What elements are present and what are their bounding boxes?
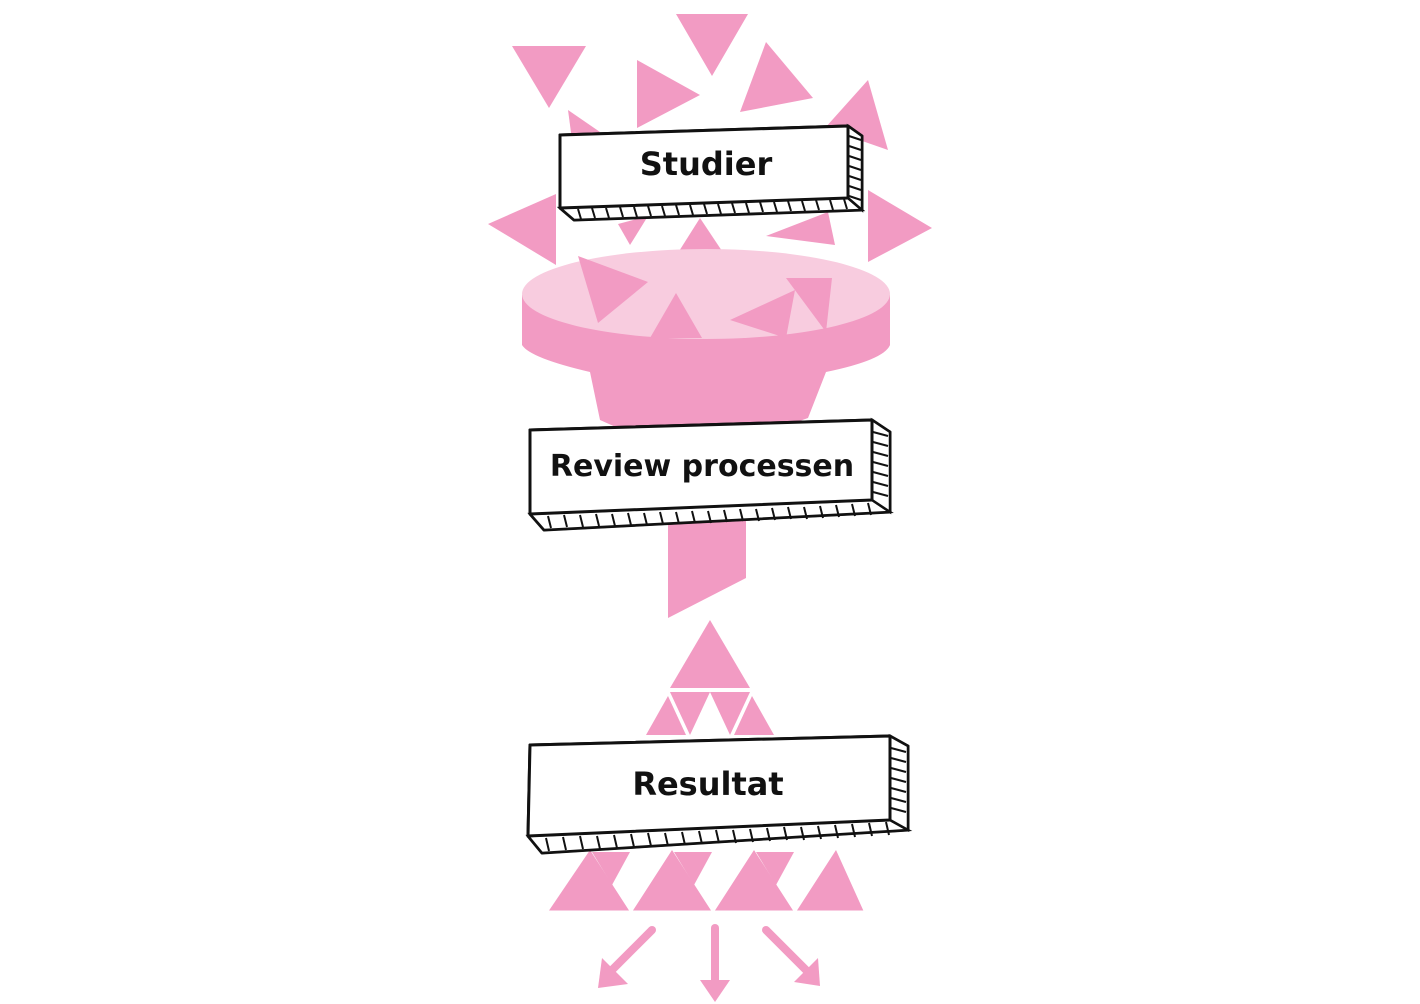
input-triangle-icon <box>766 212 835 245</box>
input-triangle-icon <box>637 60 700 128</box>
funnel-icon <box>522 249 890 470</box>
box-hatch <box>547 502 872 529</box>
stage-label-review: Review processen <box>550 449 854 484</box>
input-triangle-icon <box>676 14 748 76</box>
box-hatch <box>545 821 890 852</box>
output-arrows <box>598 924 820 1002</box>
input-triangle-icon <box>512 46 586 108</box>
box-side-hatch <box>890 747 907 813</box>
arrow-down-left-icon <box>598 926 656 988</box>
input-triangle-icon <box>618 216 648 245</box>
box-side-hatch <box>872 431 889 497</box>
box-side-hatch <box>848 135 862 201</box>
stage-box-studier: Studier <box>556 123 866 222</box>
arrow-down-icon <box>700 924 730 1002</box>
input-triangle-icon <box>868 190 932 262</box>
input-triangle-icon <box>488 194 556 265</box>
stage-box-review: Review processen <box>527 417 894 532</box>
stage-label-studier: Studier <box>640 145 773 183</box>
input-triangles <box>488 14 932 275</box>
box-hatch <box>577 198 848 220</box>
stage-label-resultat: Resultat <box>632 765 783 803</box>
input-triangle-icon <box>740 42 813 112</box>
stage-box-resultat: Resultat <box>525 733 913 855</box>
pyramid-icon <box>548 620 864 914</box>
funnel-spout <box>668 520 746 618</box>
arrow-down-right-icon <box>762 926 820 986</box>
